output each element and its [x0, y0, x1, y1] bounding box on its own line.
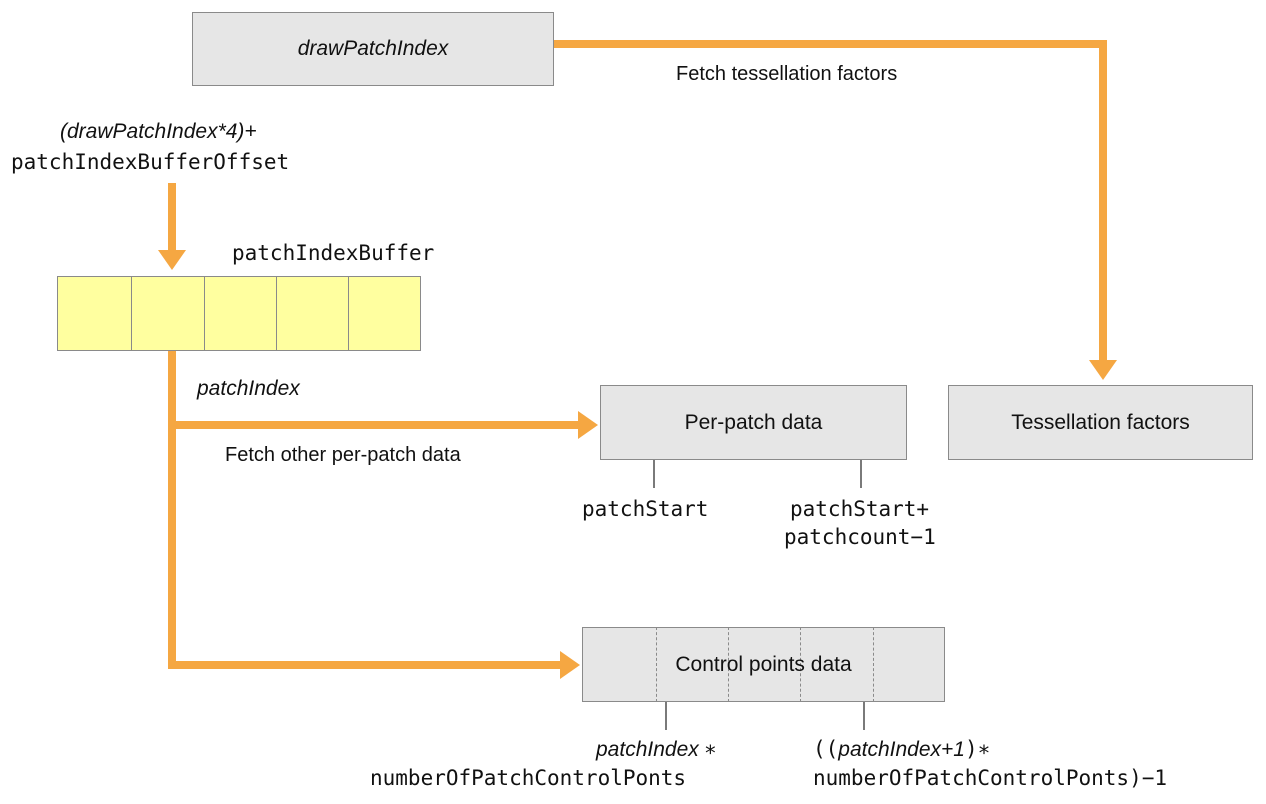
tick-cp-start — [665, 702, 667, 730]
offset-expression-line1: (drawPatchIndex*4)+ — [60, 120, 257, 143]
cp-start-line2: numberOfPatchControlPonts — [370, 766, 687, 790]
draw-patch-index-label: drawPatchIndex — [297, 37, 449, 60]
tick-cp-end — [863, 702, 865, 730]
buffer-cell-3 — [204, 276, 278, 351]
arrowhead-control-points — [560, 651, 580, 679]
buffer-cell-4 — [276, 276, 350, 351]
control-points-divider-3 — [800, 627, 801, 702]
per-patch-data-box: Per-patch data — [600, 385, 907, 460]
buffer-cell-5 — [348, 276, 421, 351]
cp-end-line1: ((patchIndex+1)∗ — [813, 736, 990, 763]
tick-patch-start — [653, 460, 655, 488]
control-points-divider-2 — [728, 627, 729, 702]
arrow-patch-index-trunk — [168, 351, 564, 669]
patch-index-label: patchIndex — [197, 377, 300, 400]
control-points-data-box: Control points data — [582, 627, 945, 702]
arrowhead-buffer — [158, 250, 186, 270]
control-points-data-label: Control points data — [675, 652, 852, 676]
patch-end-line2: patchcount−1 — [784, 525, 936, 549]
buffer-cell-2 — [131, 276, 206, 351]
tessellation-factors-box: Tessellation factors — [948, 385, 1253, 460]
cp-start-operator: ∗ — [704, 737, 717, 761]
fetch-tessellation-label: Fetch tessellation factors — [676, 63, 898, 85]
cp-start-line1: patchIndex ∗ — [596, 736, 717, 763]
cp-end-suffix: )∗ — [964, 737, 991, 761]
cp-start-italic: patchIndex — [596, 738, 699, 761]
patch-end-line1: patchStart+ — [790, 497, 930, 521]
tessellation-factors-label: Tessellation factors — [1011, 410, 1190, 434]
per-patch-data-label: Per-patch data — [684, 410, 823, 434]
control-points-divider-4 — [873, 627, 874, 702]
cp-end-italic: patchIndex+1 — [838, 738, 965, 761]
cp-end-prefix: (( — [813, 737, 839, 761]
buffer-cell-1 — [57, 276, 133, 351]
tick-patch-end — [860, 460, 862, 488]
fetch-other-label: Fetch other per-patch data — [225, 444, 461, 466]
patch-start-label: patchStart — [582, 497, 709, 521]
patch-index-buffer-label: patchIndexBuffer — [232, 241, 435, 265]
arrowhead-per-patch — [578, 411, 598, 439]
arrow-fetch-tessellation — [554, 40, 1107, 364]
draw-patch-index-box: drawPatchIndex — [192, 12, 554, 86]
cp-end-line2: numberOfPatchControlPonts)−1 — [813, 766, 1168, 790]
control-points-divider-1 — [656, 627, 657, 702]
arrowhead-tessellation — [1089, 360, 1117, 380]
offset-expression-line2: patchIndexBufferOffset — [11, 150, 290, 174]
